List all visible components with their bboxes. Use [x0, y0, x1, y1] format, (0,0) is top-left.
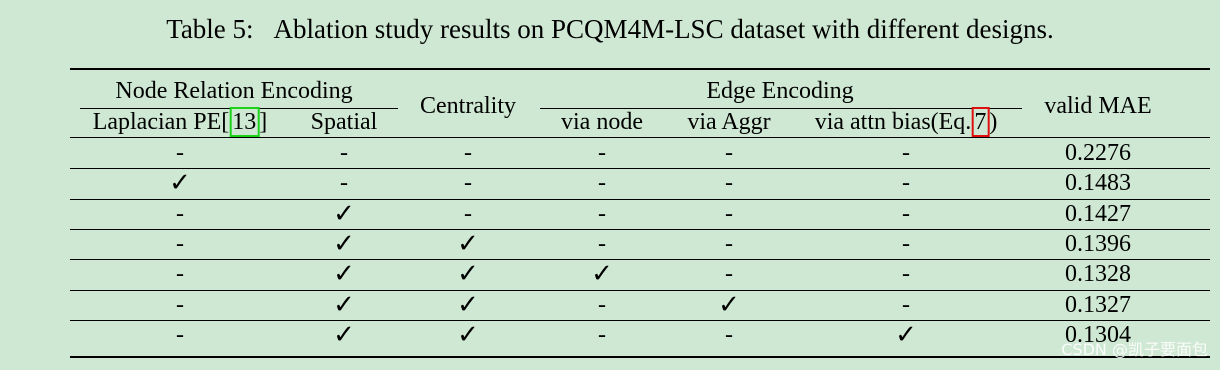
row-rule: [70, 198, 1210, 200]
row-rule: [70, 289, 1210, 291]
dash-cell: -: [176, 291, 184, 318]
dash-cell: -: [464, 140, 472, 166]
check-mark: ✓: [591, 259, 613, 290]
equation-link-7[interactable]: 7: [971, 107, 990, 137]
mae-value: 0.1327: [1065, 291, 1131, 318]
mae-value: 0.1427: [1065, 200, 1131, 227]
dash-cell: -: [725, 230, 733, 257]
dash-cell: -: [176, 140, 184, 166]
check-mark: ✓: [333, 198, 355, 229]
header-via-attn-bias: via attn bias(Eq.7): [814, 107, 998, 137]
check-mark: ✓: [169, 168, 191, 199]
check-mark: ✓: [718, 289, 740, 320]
dash-cell: -: [598, 140, 606, 166]
dash-cell: -: [725, 140, 733, 166]
dash-cell: -: [598, 200, 606, 227]
dash-cell: -: [598, 230, 606, 257]
check-mark: ✓: [333, 228, 355, 259]
dash-cell: -: [176, 200, 184, 227]
header-rule: [70, 137, 1210, 138]
row-rule: [70, 228, 1210, 230]
mae-value: 0.1304: [1065, 321, 1131, 348]
dash-cell: -: [598, 170, 606, 197]
header-via-aggr: via Aggr: [687, 109, 771, 135]
header-spatial: Spatial: [310, 109, 378, 135]
header-centrality: Centrality: [420, 93, 516, 119]
check-mark: ✓: [457, 228, 479, 259]
dash-cell: -: [176, 230, 184, 257]
mae-value: 0.1483: [1065, 170, 1131, 197]
dash-cell: -: [176, 321, 184, 348]
header-valid-mae: valid MAE: [1044, 93, 1152, 119]
dash-cell: -: [725, 170, 733, 197]
check-mark: ✓: [333, 259, 355, 290]
bottom-rule: [70, 356, 1210, 358]
dash-cell: -: [902, 291, 910, 318]
dash-cell: -: [725, 321, 733, 348]
caption-text: Ablation study results on PCQM4M-LSC dat…: [273, 14, 1054, 44]
row-rule: [70, 259, 1210, 261]
dash-cell: -: [464, 200, 472, 227]
check-mark: ✓: [333, 319, 355, 350]
mae-value: 0.1328: [1065, 261, 1131, 288]
dash-cell: -: [902, 230, 910, 257]
dash-cell: -: [340, 140, 348, 166]
row-rule: [70, 168, 1210, 170]
dash-cell: -: [176, 261, 184, 288]
check-mark: ✓: [457, 289, 479, 320]
check-mark: ✓: [457, 319, 479, 350]
via-attn-label: via attn bias(Eq.: [814, 109, 972, 135]
caption-label: Table 5:: [166, 14, 254, 44]
check-mark: ✓: [895, 319, 917, 350]
check-mark: ✓: [333, 289, 355, 320]
dash-cell: -: [725, 200, 733, 227]
top-rule: [70, 68, 1210, 70]
header-edge-encoding: Edge Encoding: [706, 78, 854, 104]
citation-link-13[interactable]: 13: [229, 107, 260, 137]
dash-cell: -: [725, 261, 733, 288]
header-laplacian: Laplacian PE[13]: [92, 107, 268, 137]
dash-cell: -: [902, 200, 910, 227]
mae-value: 0.2276: [1065, 140, 1131, 166]
watermark: CSDN @凯子要面包: [1061, 340, 1208, 359]
via-attn-paren: ): [989, 109, 998, 135]
subrule-node-relation: [80, 108, 398, 109]
laplacian-label: Laplacian PE[: [92, 109, 230, 135]
laplacian-bracket: ]: [259, 109, 268, 135]
dash-cell: -: [340, 170, 348, 197]
dash-cell: -: [598, 321, 606, 348]
header-via-node: via node: [561, 109, 643, 135]
dash-cell: -: [464, 170, 472, 197]
table-caption: Table 5: Ablation study results on PCQM4M…: [0, 12, 1220, 46]
row-rule: [70, 319, 1210, 321]
dash-cell: -: [902, 170, 910, 197]
dash-cell: -: [902, 140, 910, 166]
subrule-edge-encoding: [540, 108, 1022, 109]
dash-cell: -: [902, 261, 910, 288]
header-node-relation: Node Relation Encoding: [115, 78, 353, 104]
dash-cell: -: [598, 291, 606, 318]
check-mark: ✓: [457, 259, 479, 290]
mae-value: 0.1396: [1065, 230, 1131, 257]
